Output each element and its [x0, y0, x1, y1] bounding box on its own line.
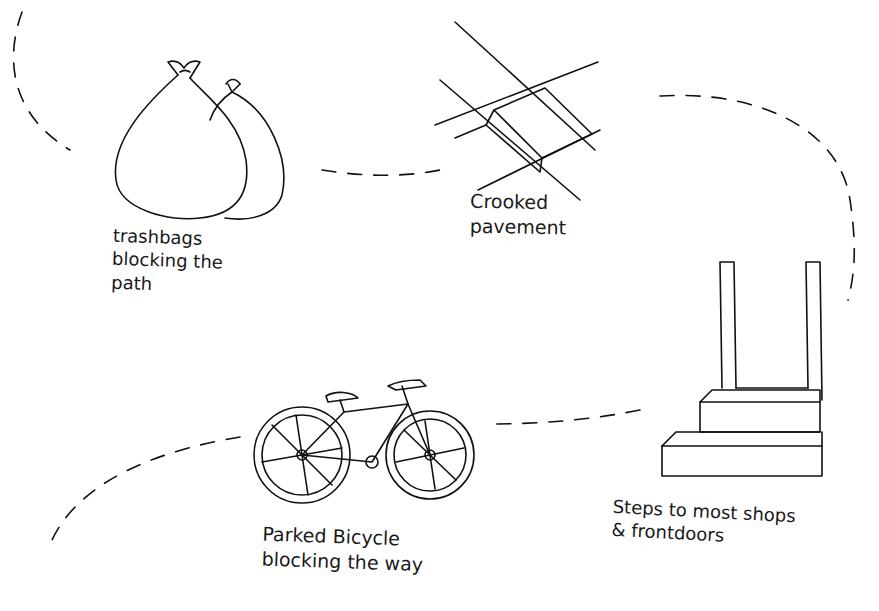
caption-label: Steps to most shops & frontdoors	[611, 495, 813, 552]
crooked-pavement-drawing	[435, 22, 600, 200]
steps-drawing	[662, 262, 822, 476]
caption-label: Parked Bicycle blocking the way	[261, 522, 463, 578]
caption-label: Crooked pavement	[470, 189, 621, 241]
bicycle-drawing	[254, 380, 474, 503]
trashbags-drawing	[115, 61, 283, 219]
dashed-route	[14, 12, 855, 540]
caption-label: trashbags blocking the path	[111, 224, 245, 299]
